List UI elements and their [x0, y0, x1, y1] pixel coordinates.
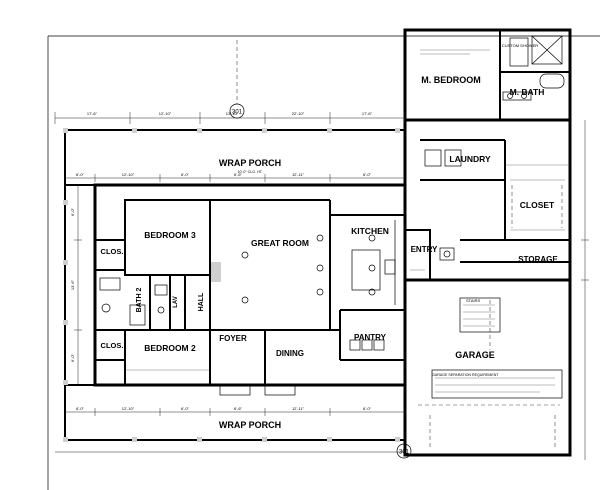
label-great-room: GREAT ROOM	[251, 238, 309, 248]
note-porch-ceiling: 10'-0" CLG. HT.	[238, 170, 263, 174]
dim-top-3: 13'-10"	[226, 111, 239, 116]
kitchen-fixtures	[241, 220, 396, 351]
label-garage: GARAGE	[455, 350, 495, 360]
label-laundry: LAUNDRY	[449, 154, 491, 164]
label-storage: STORAGE	[518, 255, 558, 264]
label-kitchen: KITCHEN	[351, 226, 389, 236]
label-wrap-porch-bottom: WRAP PORCH	[219, 420, 281, 430]
dim-bottom-2: 12'-10"	[122, 406, 135, 411]
label-m-bath: M. BATH	[510, 87, 545, 97]
dim-top-1: 17'-6"	[87, 111, 98, 116]
label-bath2: BATH 2	[136, 288, 143, 313]
label-hall: HALL	[198, 292, 205, 311]
dim-top-5: 17'-6"	[362, 111, 373, 116]
dim-bottom-4: 6'-6"	[234, 406, 243, 411]
main-house-walls	[93, 183, 407, 387]
label-foyer: FOYER	[219, 334, 247, 343]
label-pantry: PANTRY	[354, 333, 387, 342]
section-callout-bottom-label: 301	[399, 450, 410, 456]
note-garage-separation: GARAGE SEPARATION REQUIREMENT	[432, 373, 499, 377]
dim-bottom-1: 6'-0"	[76, 406, 85, 411]
label-dining: DINING	[276, 349, 304, 358]
dim-top-2: 12'-10"	[159, 111, 172, 116]
dimension-lines	[54, 112, 589, 460]
entry-area	[404, 229, 431, 281]
label-closet-master: CLOSET	[520, 200, 555, 210]
dim-row2-2: 12'-10"	[122, 172, 135, 177]
label-bedroom2: BEDROOM 2	[144, 343, 196, 353]
label-wrap-porch-top: WRAP PORCH	[219, 158, 281, 168]
label-bedroom3: BEDROOM 3	[144, 230, 196, 240]
note-stairs: STAIRS	[466, 298, 480, 303]
dim-bottom-3: 6'-0"	[181, 406, 190, 411]
label-entry: ENTRY	[411, 245, 438, 254]
porches	[63, 128, 406, 442]
label-clos-upper: CLOS.	[101, 247, 124, 256]
dim-row2-5: 12'-11"	[292, 172, 305, 177]
dim-row2-4: 6'-6"	[234, 172, 243, 177]
garage	[403, 278, 572, 457]
section-callout-top-label: 301	[232, 110, 243, 116]
section-callout-top: 301	[229, 40, 245, 119]
label-m-bedroom: M. BEDROOM	[421, 75, 481, 85]
dim-left-3: 6'-0"	[70, 353, 75, 362]
dim-left-2: 13'-6"	[70, 279, 75, 290]
dim-row2-6: 6'-0"	[363, 172, 372, 177]
dim-top-4: 22'-10"	[292, 111, 305, 116]
dim-bottom-5: 12'-11"	[292, 406, 305, 411]
label-clos-lower: CLOS.	[101, 341, 124, 350]
label-lav: LAV	[173, 296, 179, 308]
dim-row2-1: 6'-0"	[76, 172, 85, 177]
dim-left-1: 6'-0"	[70, 207, 75, 216]
dim-row2-3: 6'-0"	[181, 172, 190, 177]
label-custom-shower: CUSTOM SHOWER	[502, 43, 538, 48]
dim-bottom-6: 6'-0"	[363, 406, 372, 411]
section-callout-bottom: 301	[396, 443, 412, 459]
